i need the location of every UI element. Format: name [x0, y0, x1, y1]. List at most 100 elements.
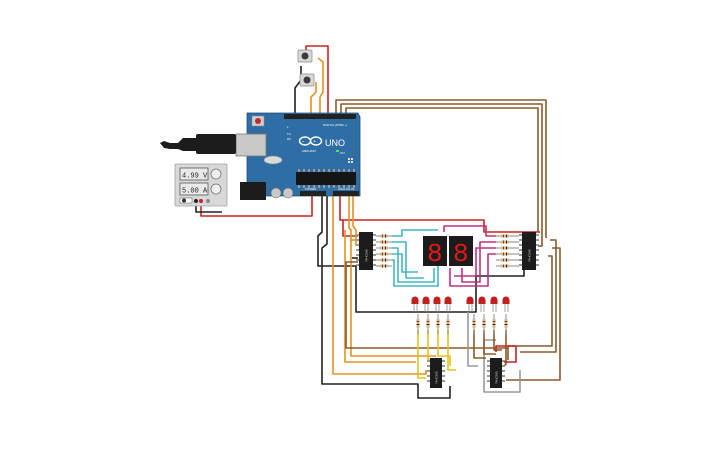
- power-supply[interactable]: 4.99 V 5.00 A: [174, 163, 228, 207]
- voltage-reading: 4.99 V: [182, 173, 208, 181]
- on-led: [336, 150, 339, 152]
- resistor[interactable]: [376, 252, 392, 256]
- wire-orange-2[interactable]: [348, 196, 436, 357]
- resistor[interactable]: [376, 264, 392, 268]
- wire-teal-2[interactable]: [392, 241, 424, 279]
- resistor[interactable]: [496, 264, 519, 268]
- shift-register-left[interactable]: 74HC595: [356, 232, 376, 270]
- wire-button-black[interactable]: [294, 66, 302, 118]
- wire-gray-2[interactable]: [483, 339, 521, 393]
- seven-segment-left[interactable]: 8: [423, 236, 447, 269]
- current-knob[interactable]: [210, 183, 222, 195]
- wire-brown-led-3[interactable]: [493, 330, 502, 351]
- wire-brown-led-1[interactable]: [473, 330, 486, 359]
- wire-brown-4[interactable]: [520, 239, 557, 353]
- resistor[interactable]: [416, 314, 420, 334]
- resistor[interactable]: [446, 314, 450, 334]
- wire-magenta-2[interactable]: [461, 241, 496, 283]
- arduino-uno-board[interactable]: − + UNO ARDUINO DIGITAL (PWM ~) L TX RX …: [235, 112, 361, 200]
- resistor[interactable]: [496, 234, 519, 238]
- resistor[interactable]: [376, 240, 392, 244]
- arduino-logo: − +: [298, 136, 323, 146]
- led[interactable]: [502, 296, 510, 313]
- l-label: L: [287, 125, 289, 129]
- resistor[interactable]: [376, 234, 392, 238]
- resistor[interactable]: [496, 252, 519, 256]
- wire-brown-7[interactable]: [345, 261, 508, 349]
- wire-magenta-3[interactable]: [454, 247, 496, 277]
- wire-red-driver[interactable]: [504, 346, 517, 363]
- pushbutton-bottom[interactable]: [299, 73, 315, 87]
- terminal-positive[interactable]: [199, 199, 203, 203]
- led[interactable]: [490, 296, 498, 313]
- resistor[interactable]: [496, 246, 519, 250]
- wire-brown-2[interactable]: [340, 103, 543, 247]
- wire-yellow-4[interactable]: [447, 330, 456, 371]
- wire-orange-4[interactable]: [344, 230, 416, 363]
- analog-label: ANALOG IN: [338, 187, 354, 191]
- tx-label: TX: [287, 132, 291, 136]
- resistor[interactable]: [472, 314, 476, 334]
- led[interactable]: [466, 296, 474, 313]
- wire-black-gnd-1[interactable]: [317, 196, 356, 267]
- led[interactable]: [444, 296, 452, 313]
- wire-magenta-4[interactable]: [449, 253, 496, 287]
- wire-yellow-3[interactable]: [437, 330, 451, 366]
- led-resistors: [416, 314, 508, 334]
- digital-header[interactable]: [284, 114, 356, 119]
- pushbutton-icon: [303, 76, 311, 84]
- wire-red-bus-top[interactable]: [339, 196, 540, 233]
- wire-teal-1[interactable]: [392, 229, 438, 237]
- wire-orange-1[interactable]: [332, 196, 427, 375]
- resistor[interactable]: [376, 246, 392, 250]
- wire-black-gnd-3[interactable]: [355, 266, 525, 313]
- resistor[interactable]: [496, 240, 519, 244]
- shift-register-right[interactable]: 74HC595: [519, 232, 539, 270]
- led-driver-right[interactable]: 74HC595: [487, 358, 505, 388]
- wire-brown-6[interactable]: [507, 255, 553, 360]
- wire-red-bus-left[interactable]: [342, 220, 358, 237]
- led[interactable]: [411, 296, 419, 313]
- wire-teal-3[interactable]: [392, 247, 435, 283]
- resistor[interactable]: [492, 314, 496, 334]
- wire-orange-3[interactable]: [352, 196, 357, 246]
- wire-button-orange-a[interactable]: [317, 57, 324, 117]
- board-model: UNO: [325, 138, 345, 148]
- wire-gray-1[interactable]: [467, 312, 478, 367]
- terminal-negative[interactable]: [194, 199, 198, 203]
- seven-segment-right[interactable]: 8: [449, 236, 473, 269]
- wire-red-led[interactable]: [495, 345, 516, 352]
- terminal-ground[interactable]: [206, 199, 210, 203]
- resistor[interactable]: [376, 258, 392, 262]
- wire-magenta-1[interactable]: [443, 225, 496, 237]
- led-driver-left[interactable]: 74HC595: [427, 358, 445, 388]
- wire-teal-5[interactable]: [392, 259, 439, 287]
- led[interactable]: [433, 296, 441, 313]
- analog-header[interactable]: [333, 191, 359, 196]
- current-display: [179, 182, 209, 196]
- wire-brown-led-2[interactable]: [483, 330, 496, 355]
- resistor[interactable]: [504, 314, 508, 334]
- wire-brown-3[interactable]: [345, 107, 539, 232]
- resistor[interactable]: [482, 314, 486, 334]
- wire-button-orange-b[interactable]: [310, 82, 317, 117]
- wire-brown-5[interactable]: [506, 247, 561, 381]
- resistor[interactable]: [426, 314, 430, 334]
- svg-text:+: +: [314, 139, 317, 144]
- resistor[interactable]: [436, 314, 440, 334]
- usb-port: [235, 133, 267, 157]
- wire-yellow-1[interactable]: [417, 330, 426, 379]
- power-header[interactable]: [300, 191, 326, 196]
- pushbutton-top[interactable]: [297, 49, 313, 63]
- wire-black-gnd-2[interactable]: [321, 196, 451, 399]
- led[interactable]: [478, 296, 486, 313]
- usb-plug-icon[interactable]: [160, 134, 236, 154]
- led[interactable]: [422, 296, 430, 313]
- wire-brown-1[interactable]: [335, 99, 547, 238]
- wire-teal-4[interactable]: [392, 253, 418, 273]
- resistor[interactable]: [496, 258, 519, 262]
- wire-psu-red[interactable]: [200, 196, 313, 217]
- voltage-knob[interactable]: [210, 168, 222, 180]
- reset-button-icon[interactable]: [251, 115, 265, 127]
